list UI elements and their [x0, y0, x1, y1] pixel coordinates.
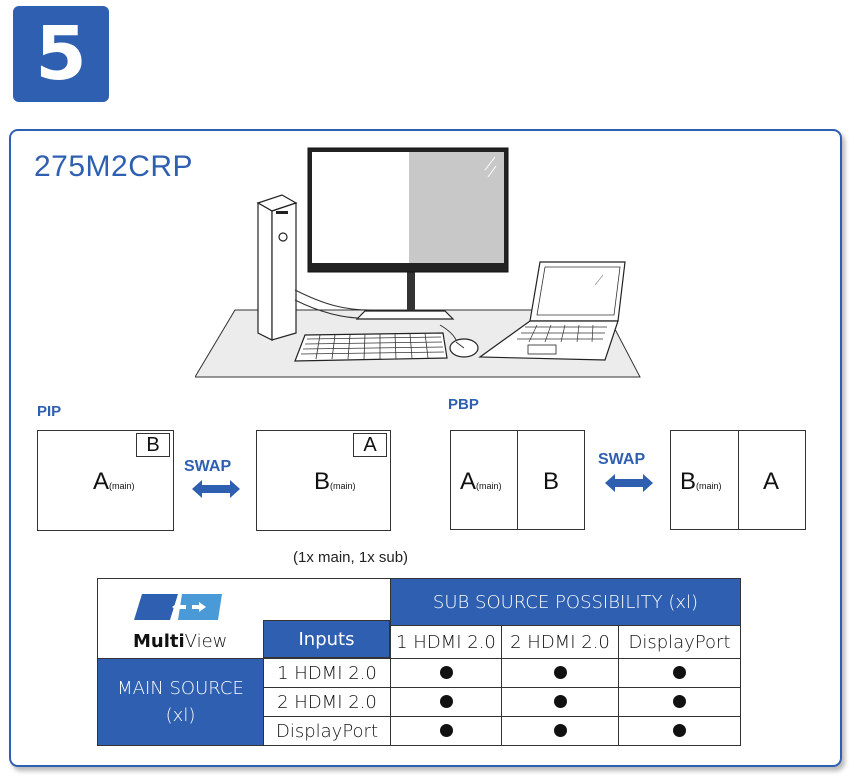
- pbp-screen-left: A(main) B: [450, 430, 585, 530]
- pbp-divider-right: [738, 431, 739, 529]
- table-cell: [502, 717, 619, 746]
- row-header-2: 2 HDMI 2.0: [264, 688, 391, 717]
- row-header-3: DisplayPort: [264, 717, 391, 746]
- multiview-table: MultiView SUB SOURCE POSSIBILITY (xl) 1 …: [97, 578, 741, 746]
- supported-dot-icon: [673, 695, 686, 708]
- supported-dot-icon: [554, 666, 567, 679]
- supported-dot-icon: [554, 695, 567, 708]
- pbp-divider-left: [517, 431, 518, 529]
- table-cell: [619, 717, 741, 746]
- step-number: 5: [35, 17, 87, 91]
- pbp-screen-right: B(main) A: [670, 430, 806, 530]
- logo-text-light: View: [185, 631, 228, 652]
- pip-main-letter-right: B: [314, 468, 330, 495]
- table-cell: [502, 688, 619, 717]
- table-cell: [619, 688, 741, 717]
- supported-dot-icon: [440, 666, 453, 679]
- pip-main-window-right: B(main): [314, 468, 356, 496]
- logo-text-bold: Multi: [133, 631, 185, 652]
- main-source-header: MAIN SOURCE (xl): [98, 659, 264, 746]
- model-name: 275M2CRP: [34, 150, 193, 184]
- pbp-sub-pane-right: A: [763, 468, 779, 496]
- table-cell: [391, 659, 502, 688]
- inputs-label: Inputs: [263, 620, 390, 658]
- sub-source-header: SUB SOURCE POSSIBILITY (xl): [391, 579, 741, 626]
- pip-label: PIP: [37, 403, 61, 420]
- pbp-main-pane-left: A(main): [460, 468, 502, 496]
- pip-swap-label: SWAP: [184, 458, 231, 476]
- pip-sub-window-left: B: [136, 433, 170, 457]
- pbp-label: PBP: [448, 396, 479, 413]
- pbp-main-suffix-right: (main): [696, 481, 722, 491]
- setup-illustration: [195, 145, 650, 385]
- pip-main-suffix-left: (main): [109, 481, 135, 491]
- source-note: (1x main, 1x sub): [293, 549, 408, 566]
- pip-sub-window-right: A: [353, 433, 387, 457]
- pbp-main-pane-right: B(main): [680, 468, 722, 496]
- table-cell: [619, 659, 741, 688]
- multiview-logo-icon: [134, 594, 222, 620]
- table-cell: [502, 659, 619, 688]
- column-header-1: 1 HDMI 2.0: [391, 626, 502, 659]
- pip-screen-left: B A(main): [37, 430, 174, 531]
- pbp-sub-pane-left: B: [543, 468, 559, 496]
- main-source-line1: MAIN SOURCE: [98, 678, 263, 699]
- pbp-main-letter-left: A: [460, 468, 476, 495]
- supported-dot-icon: [673, 724, 686, 737]
- row-header-1: 1 HDMI 2.0: [264, 659, 391, 688]
- pbp-swap-arrow-icon: [605, 474, 653, 492]
- supported-dot-icon: [554, 724, 567, 737]
- pbp-main-suffix-left: (main): [476, 481, 502, 491]
- table-cell: [391, 717, 502, 746]
- pbp-swap-label: SWAP: [598, 451, 645, 469]
- column-header-3: DisplayPort: [619, 626, 741, 659]
- column-header-2: 2 HDMI 2.0: [502, 626, 619, 659]
- pip-main-suffix-right: (main): [330, 481, 356, 491]
- pip-main-letter-left: A: [93, 468, 109, 495]
- supported-dot-icon: [673, 666, 686, 679]
- pbp-main-letter-right: B: [680, 468, 696, 495]
- supported-dot-icon: [440, 695, 453, 708]
- table-cell: [391, 688, 502, 717]
- step-badge: 5: [13, 6, 109, 102]
- supported-dot-icon: [440, 724, 453, 737]
- main-source-line2: (xl): [98, 705, 263, 726]
- pip-swap-arrow-icon: [192, 480, 240, 498]
- pip-screen-right: A B(main): [256, 430, 391, 531]
- pip-main-window-left: A(main): [93, 468, 135, 496]
